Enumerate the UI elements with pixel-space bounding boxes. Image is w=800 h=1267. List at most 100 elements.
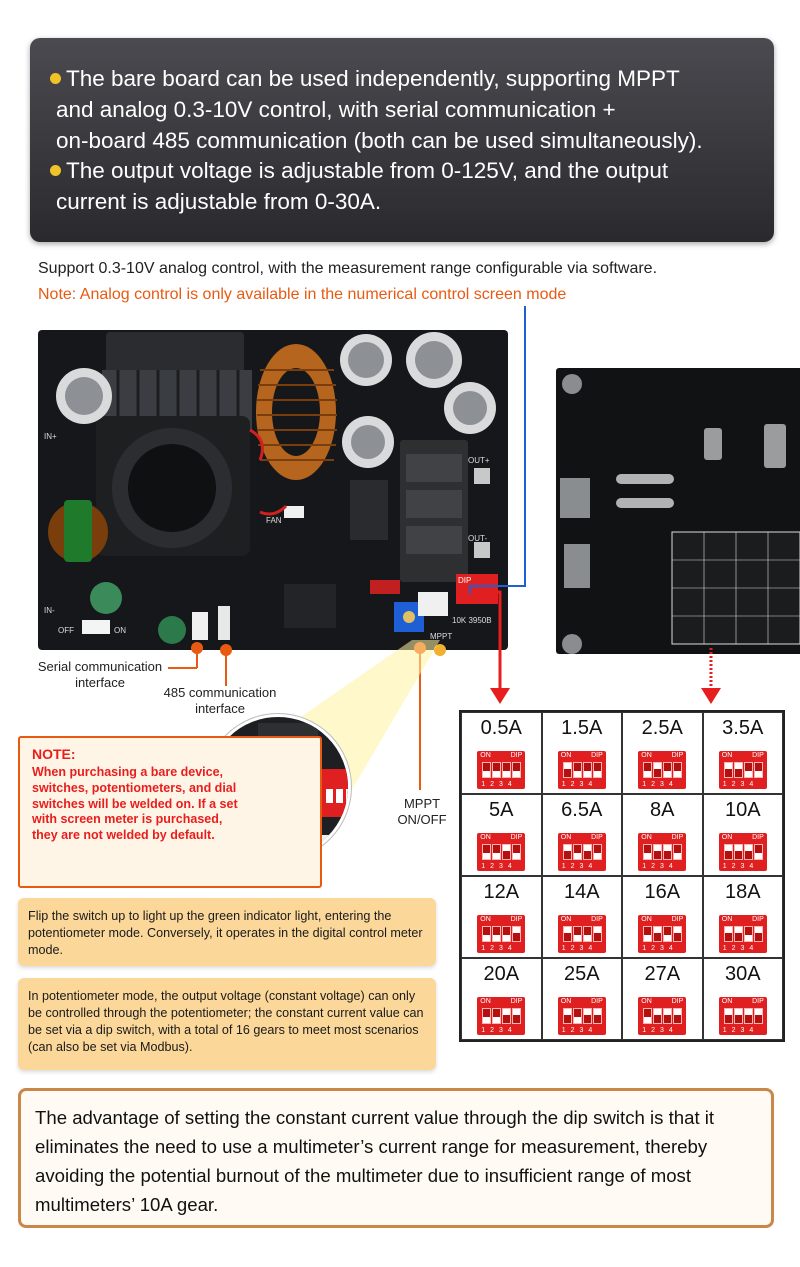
dip-on-label: ON	[721, 834, 733, 841]
dip-numbers: 1234	[561, 781, 598, 788]
dip-numbers: 1234	[642, 863, 678, 870]
dip-numbers: 1234	[722, 863, 759, 870]
dip-toggle	[562, 762, 572, 778]
dip-toggle	[502, 762, 512, 778]
fan-label: FAN	[266, 516, 282, 525]
in-minus-label: IN-	[44, 606, 55, 615]
dip-toggle	[592, 844, 602, 860]
dip-toggle	[733, 844, 743, 860]
dip-toggle	[673, 762, 683, 778]
dip-numbers: 1234	[722, 781, 759, 788]
banner-line: current is adjustable from 0-30A.	[56, 189, 382, 214]
dip-toggle	[512, 926, 522, 942]
dip-toggle	[673, 1008, 683, 1024]
dip-numbers: 1234	[561, 1027, 598, 1034]
dip-numbers: 1234	[642, 945, 678, 952]
dip-on-label: ON	[721, 998, 733, 1005]
dip-toggle	[723, 762, 733, 778]
dip-on-label: ON	[641, 834, 652, 841]
on-label: ON	[114, 626, 126, 635]
dip-on-label: ON	[721, 752, 733, 759]
dip-toggle	[592, 762, 602, 778]
dip-toggle	[492, 844, 502, 860]
dip-toggle	[482, 926, 492, 942]
banner-line: The output voltage is adjustable from 0-…	[66, 158, 669, 183]
bullet-dot	[50, 165, 61, 176]
off-label: OFF	[58, 626, 74, 635]
dip-toggle	[482, 1008, 492, 1024]
dip-toggle	[592, 926, 602, 942]
dip-toggle	[643, 1008, 653, 1024]
board-mppt-label: MPPT	[430, 632, 453, 641]
dip-toggle	[653, 762, 663, 778]
current-value-label: 20A	[483, 963, 520, 985]
dip-toggle	[663, 762, 673, 778]
potentiometer-mode-info: Flip the switch up to light up the green…	[18, 898, 436, 966]
dip-toggle	[572, 762, 582, 778]
banner-line: on-board 485 communication (both can be …	[56, 128, 703, 153]
dip-dip-label: DIP	[510, 752, 523, 759]
dip-toggle	[743, 1008, 753, 1024]
dip-dip-label: DIP	[510, 916, 523, 923]
dip-dip-label: DIP	[510, 998, 523, 1005]
current-value-label: 1.5A	[561, 717, 603, 739]
dip-toggle	[582, 844, 592, 860]
dip-setting-cell: 3.5A ON DIP 1234	[702, 712, 783, 794]
dip-numbers: 1234	[481, 1027, 517, 1034]
dip-toggle	[562, 1008, 572, 1024]
dip-toggle	[502, 926, 512, 942]
dip-toggle	[572, 1008, 582, 1024]
dip-on-label: ON	[560, 752, 572, 759]
current-value-label: 5A	[489, 799, 514, 821]
dip-on-label: ON	[641, 916, 652, 923]
current-value-label: 18A	[724, 881, 761, 903]
dip-current-info: In potentiometer mode, the output voltag…	[18, 978, 436, 1070]
dip-on-label: ON	[560, 998, 572, 1005]
dip-toggle	[582, 762, 592, 778]
dip-switch-icon: ON DIP 1234	[718, 751, 767, 789]
dip-on-label: ON	[560, 834, 572, 841]
analog-support-text: Support 0.3-10V analog control, with the…	[38, 260, 658, 277]
dip-toggle	[723, 1008, 733, 1024]
dip-toggle	[562, 844, 572, 860]
current-value-label: 27A	[644, 963, 681, 985]
dip-numbers: 1234	[642, 1027, 678, 1034]
dip-numbers: 1234	[642, 781, 678, 788]
dip-toggle	[482, 762, 492, 778]
dip-dip-label: DIP	[752, 752, 764, 759]
mppt-switch-label: MPPT ON/OFF	[397, 796, 447, 827]
dip-toggle	[673, 844, 683, 860]
dip-toggle	[673, 926, 683, 942]
banner-line: The bare board can be used independently…	[66, 66, 680, 91]
dip-numbers: 1234	[481, 945, 517, 952]
dip-toggle	[753, 926, 763, 942]
current-value-label: 3.5A	[722, 717, 764, 739]
dip-toggle	[653, 926, 663, 942]
dip-toggle	[562, 926, 572, 942]
advantage-box: The advantage of setting the constant cu…	[18, 1088, 774, 1228]
out-plus-label: OUT+	[468, 456, 490, 465]
dip-toggle	[492, 1008, 502, 1024]
note-body: When purchasing a bare device, switches,…	[32, 765, 238, 843]
current-value-label: 2.5A	[641, 717, 683, 739]
